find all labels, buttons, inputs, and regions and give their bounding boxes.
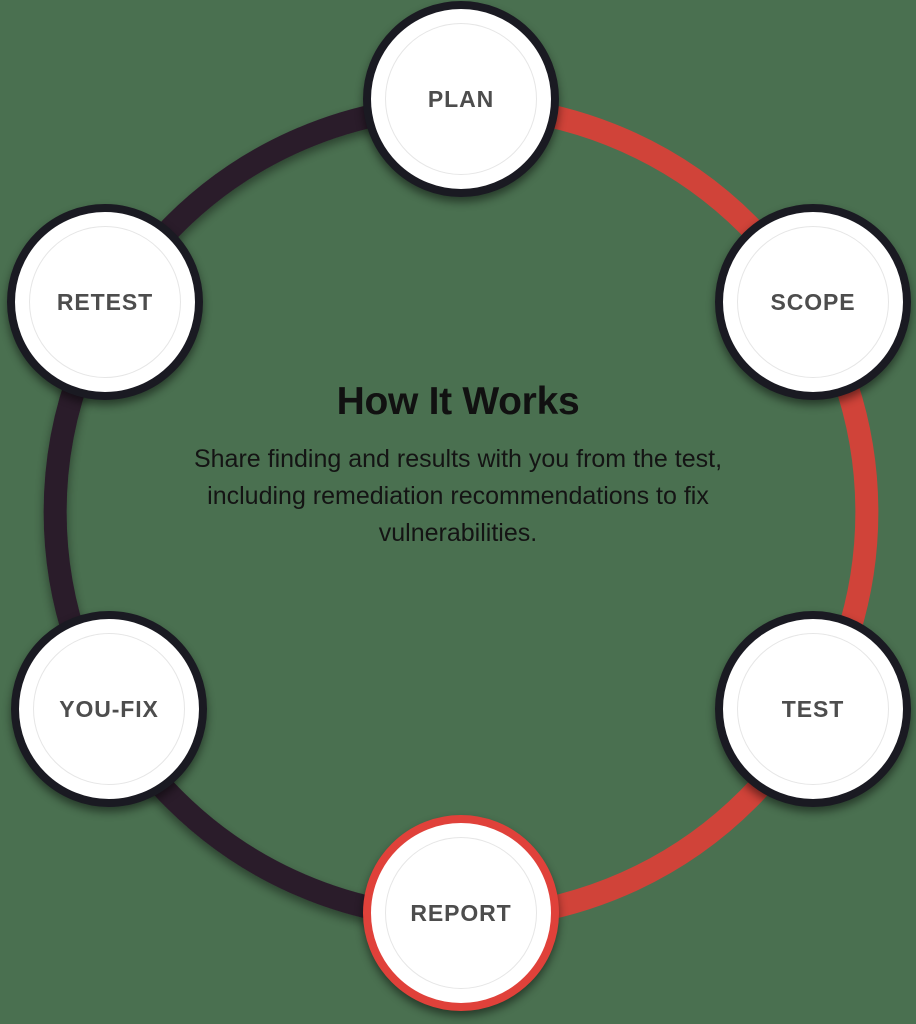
process-node-label: PLAN bbox=[427, 85, 495, 112]
process-node-label: SCOPE bbox=[770, 288, 856, 315]
process-node-label: TEST bbox=[781, 695, 845, 722]
process-node-label: REPORT bbox=[410, 899, 512, 926]
process-node-test[interactable]: TEST bbox=[715, 611, 911, 807]
process-node-report[interactable]: REPORT bbox=[363, 815, 559, 1011]
arc-remaining bbox=[43, 94, 462, 930]
process-node-label: YOU-FIX bbox=[59, 695, 159, 722]
process-node-scope[interactable]: SCOPE bbox=[715, 204, 911, 400]
process-node-label: RETEST bbox=[56, 288, 154, 315]
center-content: How It Works Share finding and results w… bbox=[168, 382, 748, 552]
diagram-title: How It Works bbox=[336, 380, 580, 423]
process-node-you-fix[interactable]: YOU-FIX bbox=[11, 611, 207, 807]
diagram-description: Share finding and results with you from … bbox=[193, 445, 723, 547]
process-node-retest[interactable]: RETEST bbox=[7, 204, 203, 400]
process-node-plan[interactable]: PLAN bbox=[363, 1, 559, 197]
arc-progress bbox=[460, 94, 879, 930]
